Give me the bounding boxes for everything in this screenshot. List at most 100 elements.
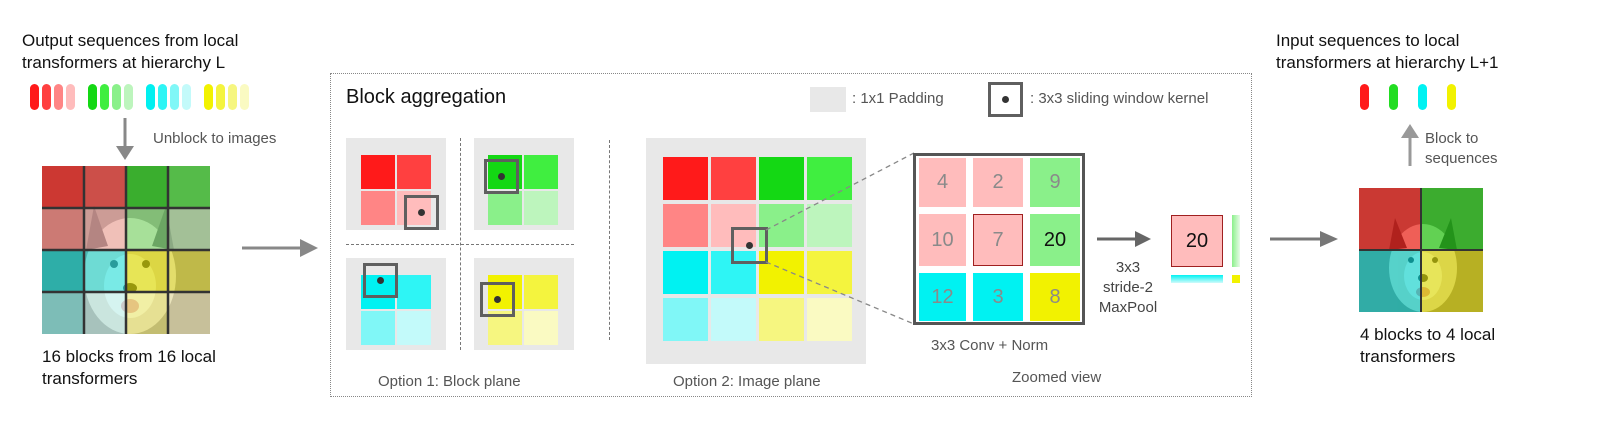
block-cell bbox=[361, 155, 395, 189]
zoom-value: 9 bbox=[1049, 171, 1061, 193]
block-label-line1: Block to bbox=[1425, 130, 1479, 147]
left-caption-line2: transformers bbox=[42, 369, 138, 388]
legend-padding-label: : 1x1 Padding bbox=[852, 90, 944, 107]
block-cell bbox=[524, 275, 558, 309]
zoom-value: 3 bbox=[992, 285, 1004, 308]
pool-line1: 3x3 bbox=[1115, 259, 1141, 276]
seq-pill bbox=[88, 84, 97, 110]
right-caption-line1: 4 blocks to 4 local bbox=[1360, 325, 1496, 344]
kernel-window-icon bbox=[480, 282, 515, 317]
seq-pill bbox=[112, 84, 121, 110]
block-cell bbox=[361, 191, 395, 225]
pooled-edge-green bbox=[1232, 215, 1240, 267]
zoom-cell: 9 bbox=[1030, 158, 1080, 207]
zoom-value: 4 bbox=[936, 171, 949, 193]
sixteen-blocks-image bbox=[42, 166, 210, 334]
pooled-edge-cyan bbox=[1171, 275, 1223, 283]
kernel-window-icon bbox=[404, 195, 439, 230]
right-title-line2: transformers at hierarchy L+1 bbox=[1276, 53, 1499, 72]
zoom-value: 12 bbox=[931, 285, 954, 308]
down-arrow bbox=[116, 118, 134, 160]
block-cell bbox=[524, 311, 558, 345]
block-cell bbox=[397, 311, 431, 345]
seq-pill bbox=[204, 84, 213, 110]
zoom-cell: 10 bbox=[919, 214, 966, 266]
option2-caption: Option 2: Image plane bbox=[673, 373, 821, 390]
block-cell bbox=[488, 275, 522, 309]
unblock-label: Unblock to images bbox=[153, 130, 277, 147]
zoom-projection-lines bbox=[765, 152, 915, 325]
seq-pill bbox=[1418, 84, 1427, 110]
seq-pill bbox=[146, 84, 155, 110]
image-cell bbox=[711, 298, 756, 341]
seq-pill bbox=[100, 84, 109, 110]
block-label-line2: sequences bbox=[1425, 150, 1498, 167]
output-arrow bbox=[1270, 231, 1338, 247]
kernel-legend-icon bbox=[988, 82, 1023, 117]
seq-pill bbox=[1389, 84, 1398, 110]
block-cell bbox=[488, 191, 522, 225]
pooled-value: 20 bbox=[1185, 229, 1209, 252]
seq-pill bbox=[66, 84, 75, 110]
block-cell bbox=[361, 311, 395, 345]
right-title-line1: Input sequences to local bbox=[1276, 31, 1460, 50]
left-title-line1: Output sequences from local bbox=[22, 31, 239, 50]
zoom-cell-max: 20 bbox=[1030, 214, 1080, 266]
image-cell bbox=[759, 157, 804, 200]
block-cell bbox=[524, 191, 558, 225]
seq-pill bbox=[1447, 84, 1456, 110]
right-caption-line2: transformers bbox=[1360, 347, 1456, 366]
kernel-window-icon bbox=[484, 159, 519, 194]
zoom-cell: 12 bbox=[919, 273, 966, 321]
seq-pill bbox=[124, 84, 133, 110]
image-cell bbox=[663, 204, 708, 247]
seq-pill bbox=[30, 84, 39, 110]
zoom-cell: 4 bbox=[919, 158, 966, 207]
kernel-window-icon bbox=[731, 227, 768, 264]
seq-pill bbox=[170, 84, 179, 110]
zoom-caption: Zoomed view bbox=[1012, 369, 1102, 386]
seq-pill bbox=[1360, 84, 1369, 110]
zoom-cell-center: 7 bbox=[973, 214, 1023, 266]
pool-line2: stride-2 bbox=[1102, 279, 1154, 296]
image-cell bbox=[807, 157, 852, 200]
pooled-edge-yellow bbox=[1232, 275, 1240, 283]
seq-pill bbox=[228, 84, 237, 110]
four-blocks-image bbox=[1359, 188, 1483, 312]
padding-legend-swatch bbox=[810, 87, 846, 112]
image-cell bbox=[807, 204, 852, 247]
image-cell bbox=[711, 157, 756, 200]
left-caption-line1: 16 blocks from 16 local bbox=[42, 347, 216, 366]
pool-line3: MaxPool bbox=[1098, 299, 1158, 316]
image-cell bbox=[663, 157, 708, 200]
seq-pill bbox=[216, 84, 225, 110]
image-cell bbox=[759, 298, 804, 341]
seq-pill bbox=[158, 84, 167, 110]
option1-caption: Option 1: Block plane bbox=[378, 373, 521, 390]
image-cell bbox=[807, 251, 852, 294]
block-cell bbox=[397, 155, 431, 189]
zoom-value: 2 bbox=[992, 171, 1004, 193]
zoom-value: 10 bbox=[931, 228, 954, 251]
block-cell bbox=[524, 155, 558, 189]
conv-caption: 3x3 Conv + Norm bbox=[931, 337, 1049, 354]
zoom-cell: 8 bbox=[1030, 273, 1080, 321]
left-title-line2: transformers at hierarchy L bbox=[22, 53, 226, 72]
right-arrow bbox=[242, 239, 318, 257]
image-cell bbox=[807, 298, 852, 341]
zoom-cell: 3 bbox=[973, 273, 1023, 321]
seq-pill bbox=[182, 84, 191, 110]
divider bbox=[609, 140, 610, 340]
image-cell bbox=[663, 298, 708, 341]
up-arrow bbox=[1401, 124, 1419, 166]
legend-kernel-label: : 3x3 sliding window kernel bbox=[1030, 90, 1209, 107]
block-cell bbox=[397, 275, 431, 309]
zoom-value: 7 bbox=[992, 228, 1004, 251]
seq-pill bbox=[54, 84, 63, 110]
zoom-value: 20 bbox=[1043, 228, 1067, 251]
divider bbox=[346, 244, 574, 245]
zoom-cell: 2 bbox=[973, 158, 1023, 207]
aggregation-title: Block aggregation bbox=[346, 86, 507, 108]
seq-pill bbox=[240, 84, 249, 110]
seq-pill bbox=[42, 84, 51, 110]
